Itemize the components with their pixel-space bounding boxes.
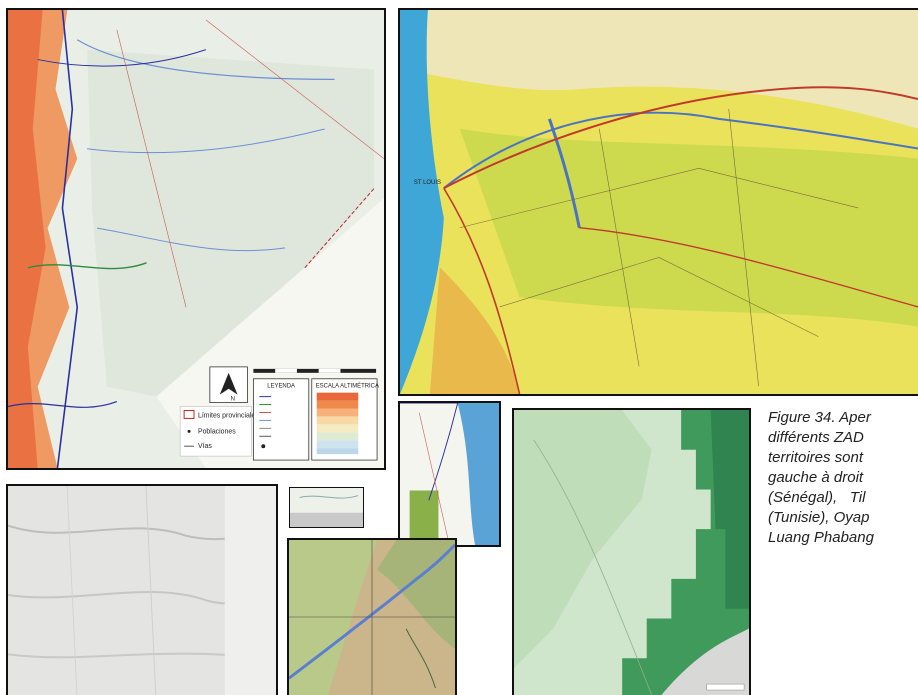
map-senegal-graphic: ST LOUIS [400, 10, 918, 394]
caption-line: (Tunisie), Oyap [768, 509, 870, 526]
legend-title: LEYENDA [267, 384, 295, 390]
map-inset-vertical-graphic [400, 403, 499, 545]
map-argentina: N Límites provinciales Poblaciones Vías … [6, 8, 386, 470]
caption-line: Luang Phabang [768, 529, 874, 546]
legend-item-provincial: Límites provinciales [198, 412, 259, 419]
legend-item-roads: Vías [198, 443, 212, 450]
scale-title: ESCALA ALTIMÉTRICA [316, 383, 379, 390]
caption-line: différents ZAD [768, 429, 864, 446]
map-forest-graphic [514, 410, 749, 695]
map-forest [512, 408, 751, 695]
map-inset-vertical [398, 401, 501, 547]
caption-line: territoires sont [768, 449, 864, 466]
figure-caption: Figure 34. Aper différents ZAD territoir… [768, 408, 918, 548]
city-label: ST LOUIS [414, 180, 441, 186]
map-grey-topo-graphic [8, 486, 276, 695]
map-thumbnail-graphic [290, 488, 363, 527]
caption-line: Figure 34. Aper [768, 409, 871, 426]
map-thumbnail [289, 487, 364, 528]
caption-line: gauche à droit [768, 469, 864, 486]
map-color-topo-graphic [289, 540, 455, 695]
legend-item-towns: Poblaciones [198, 428, 236, 435]
map-grey-topo [6, 484, 278, 695]
map-senegal: ST LOUIS [398, 8, 918, 396]
map-argentina-graphic: N Límites provinciales Poblaciones Vías … [8, 10, 384, 468]
caption-line: (Sénégal), Til [768, 489, 866, 506]
map-color-topo [287, 538, 457, 695]
north-label: N [231, 397, 235, 403]
